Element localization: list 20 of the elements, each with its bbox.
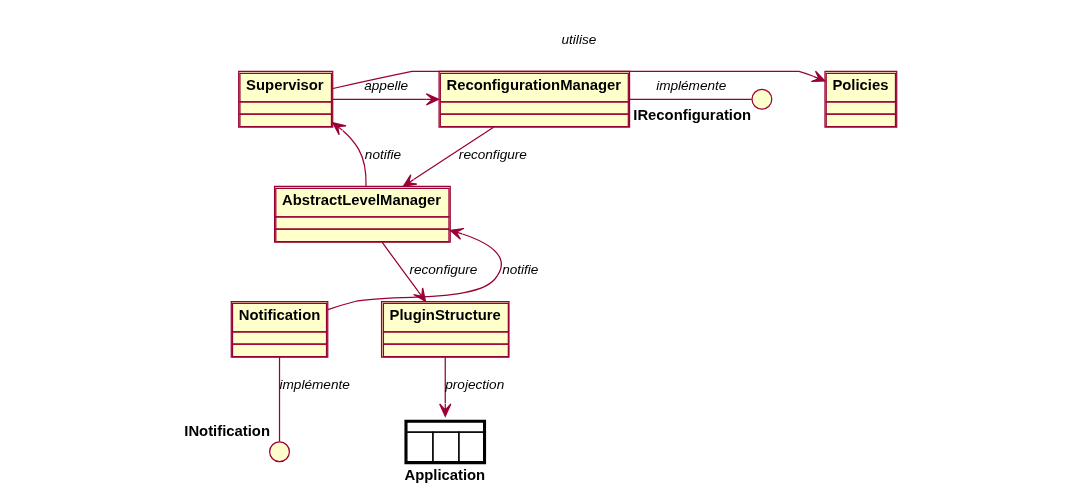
arrow bbox=[439, 356, 452, 417]
edge-label: notifie bbox=[502, 261, 539, 277]
edge-label: implémente bbox=[656, 77, 727, 93]
arrow bbox=[402, 126, 495, 187]
node-circle bbox=[269, 440, 291, 462]
node-label: INotification bbox=[184, 422, 270, 439]
arrow bbox=[327, 227, 502, 310]
connector bbox=[278, 356, 281, 442]
node-label: IReconfiguration bbox=[633, 106, 752, 123]
edge-label: reconfigure bbox=[409, 261, 478, 277]
edge-label: reconfigure bbox=[458, 146, 527, 162]
edge-label: appelle bbox=[364, 77, 409, 93]
arrow bbox=[332, 121, 367, 187]
edge-label: utilise bbox=[561, 31, 597, 47]
connector bbox=[629, 98, 753, 100]
arrow bbox=[332, 70, 826, 89]
edge-label: notifie bbox=[364, 146, 402, 162]
node-circle bbox=[751, 88, 773, 110]
arrow bbox=[332, 92, 440, 105]
node-label: Application bbox=[404, 466, 486, 483]
